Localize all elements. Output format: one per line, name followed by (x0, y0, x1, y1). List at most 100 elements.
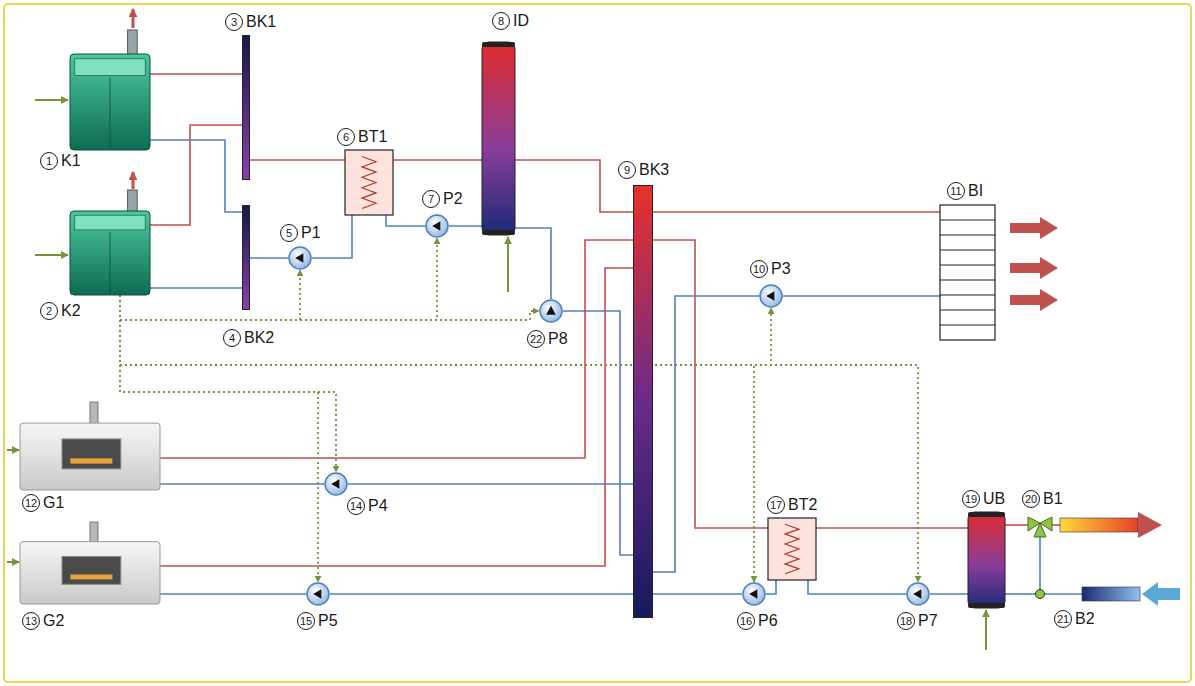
gas-heater-icon (20, 522, 160, 604)
pump-symbol: 5P1 (288, 246, 312, 270)
supply-pipe (150, 125, 242, 225)
tank-cap (968, 512, 1005, 517)
component-name: P6 (758, 613, 778, 629)
supply-pipe (653, 211, 940, 213)
heater-window (62, 439, 121, 469)
return-pipe (150, 287, 242, 289)
component-name: UB (983, 491, 1005, 507)
return-pipe (330, 593, 633, 595)
burner-flame (70, 574, 112, 579)
gas-heater-icon (20, 402, 160, 490)
radiator-fin (940, 265, 995, 266)
return-pipe (783, 295, 940, 297)
storage-tank: 19UB (968, 512, 1005, 608)
component-name: G1 (43, 495, 64, 511)
radiator-body (940, 205, 995, 340)
component-label: 12G1 (20, 494, 66, 512)
component-name: B1 (1043, 491, 1063, 507)
pump-casing (907, 583, 929, 605)
exchanger-body (768, 518, 816, 580)
component-name: BK3 (639, 162, 669, 178)
component-name: BT2 (788, 497, 817, 513)
supply-pipe (653, 240, 768, 528)
mixing-valve-icon (1028, 513, 1052, 537)
component-label: 20B1 (1020, 490, 1065, 508)
chimney (128, 30, 138, 56)
callout-number: 2 (40, 302, 58, 320)
boiler-seam (110, 232, 111, 293)
component-label: 9BK3 (616, 161, 671, 179)
heater-body (20, 542, 160, 604)
callout-number: 9 (618, 161, 636, 179)
burner-flame (70, 458, 112, 463)
boiler-body (70, 54, 150, 150)
component-label: 11BI (945, 182, 985, 200)
flue-arrow (132, 172, 135, 189)
return-pipe (930, 593, 968, 595)
pump-symbol-icon (759, 284, 783, 308)
component-name: BT1 (358, 129, 387, 145)
radiator: 11BI (940, 205, 995, 340)
component-label: 4BK2 (221, 329, 276, 347)
cold-water-inlet (1082, 587, 1140, 601)
sensor-dot (1036, 590, 1045, 599)
pump-symbol: 22P8 (539, 299, 563, 323)
return-pipe (808, 580, 906, 594)
component-label: 22P8 (525, 330, 570, 348)
component-name: G2 (43, 613, 64, 629)
component-name: BI (968, 183, 983, 199)
pump-symbol-icon (324, 472, 348, 496)
manifold-bar: 9BK3 (633, 185, 653, 618)
pump-symbol: 16P6 (742, 582, 766, 606)
gas-heater: 13G2 (20, 522, 160, 604)
callout-number: 22 (527, 330, 545, 348)
return-pipe (250, 257, 288, 259)
storage-tank: 8ID (482, 42, 515, 235)
manifold-bar: 4BK2 (242, 205, 250, 310)
return-pipe (563, 311, 633, 555)
flue-pipe (90, 522, 98, 543)
tank-cap (482, 42, 515, 47)
return-pipe (348, 483, 633, 485)
heat-output-arrow (1010, 257, 1058, 279)
pump-symbol-icon (306, 582, 330, 606)
pump-symbol-icon (742, 582, 766, 606)
return-pipe (150, 140, 242, 212)
pump-symbol: 10P3 (759, 284, 783, 308)
boiler-body (70, 211, 150, 295)
sensor-dot: 21B2 (1035, 589, 1045, 599)
component-name: K1 (61, 153, 81, 169)
control-line (120, 295, 918, 582)
sensor-dot-icon (1035, 589, 1045, 599)
component-name: P3 (771, 261, 791, 277)
radiator-icon (940, 205, 995, 340)
pump-direction (295, 253, 303, 263)
supply-pipe (1005, 524, 1028, 526)
cold-water-arrow (1142, 582, 1180, 606)
flue-arrow (132, 9, 135, 28)
supply-pipe (393, 159, 482, 161)
tank-cap (482, 230, 515, 235)
component-label: 14P4 (345, 497, 390, 515)
return-pipe (160, 593, 306, 595)
fuel-input-arrow (7, 561, 19, 563)
callout-number: 14 (347, 497, 365, 515)
callout-number: 8 (492, 12, 510, 30)
callout-number: 11 (947, 182, 965, 200)
pump-casing (540, 300, 562, 322)
supply-pipe (250, 159, 345, 161)
component-name: BK1 (246, 14, 276, 30)
radiator-fin (940, 280, 995, 281)
return-pipe (766, 580, 776, 594)
heat-exchanger-icon (768, 518, 816, 580)
component-label: 17BT2 (765, 496, 819, 514)
boiler: 1K1 (70, 30, 150, 150)
tank-cap (968, 603, 1005, 608)
hot-water-pipe (1052, 524, 1060, 526)
boiler-panel (75, 215, 145, 230)
callout-number: 17 (767, 496, 785, 514)
radiator-fin (940, 250, 995, 251)
component-label: 21B2 (1052, 610, 1097, 628)
supply-pipe (160, 240, 633, 458)
